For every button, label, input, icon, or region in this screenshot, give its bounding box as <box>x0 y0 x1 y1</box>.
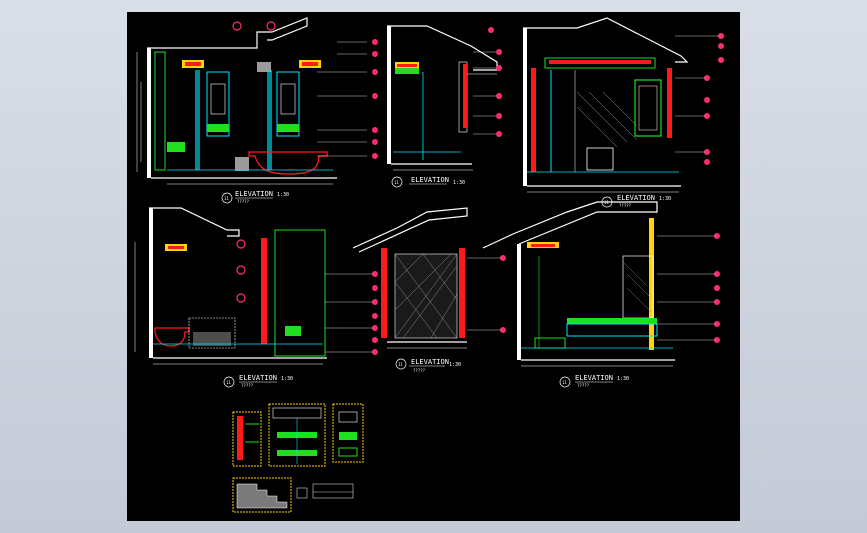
detail-drawings <box>232 403 364 513</box>
elevation-3-title: 11 ELEVATION ????? 1:30 <box>601 194 671 208</box>
elevation-4-callout: 11 <box>226 380 231 385</box>
cad-drawing-canvas: 11 ELEVATION ????? 1:30 11 <box>127 12 740 521</box>
elevation-1: 11 ELEVATION ????? 1:30 <box>136 17 378 204</box>
elevation-5-label: ELEVATION <box>411 358 449 366</box>
elevation-4-scale: 1:30 <box>281 376 293 382</box>
elevation-4-title: 11 ELEVATION ????? 1:30 <box>223 374 293 388</box>
elevation-1-callout: 11 <box>224 196 229 201</box>
elevation-2-callout: 11 <box>394 180 399 185</box>
elevation-6-label: ELEVATION <box>575 374 613 382</box>
elevation-2-label: ELEVATION <box>411 176 449 184</box>
elevation-4-subtitle: ????? <box>241 383 254 388</box>
elevation-3-subtitle: ????? <box>619 203 632 208</box>
elevation-2: 11 ELEVATION 1:30 <box>387 25 502 188</box>
elevation-4-label: ELEVATION <box>239 374 277 382</box>
elevation-5: 11 ELEVATION ????? 1:30 <box>352 207 506 373</box>
elevation-6: 11 ELEVATION ????? 1:30 <box>482 201 720 388</box>
elevation-2-scale: 1:30 <box>453 180 465 186</box>
elevation-6-scale: 1:30 <box>617 376 629 382</box>
elevation-1-label: ELEVATION <box>235 190 273 198</box>
elevation-3-scale: 1:30 <box>659 196 671 202</box>
elevation-4: 11 ELEVATION ????? 1:30 <box>134 207 378 388</box>
elevation-6-subtitle: ????? <box>577 383 590 388</box>
elevation-1-scale: 1:30 <box>277 192 289 198</box>
elevation-1-title: 11 ELEVATION ????? 1:30 <box>221 190 289 204</box>
elevation-3: 11 ELEVATION ????? 1:30 <box>523 17 724 208</box>
elevation-3-label: ELEVATION <box>617 194 655 202</box>
elevation-5-scale: 1:30 <box>449 362 461 368</box>
elevation-5-subtitle: ????? <box>413 368 426 373</box>
elevation-5-callout: 11 <box>398 362 403 367</box>
elevation-2-title: 11 ELEVATION 1:30 <box>391 176 465 188</box>
elevation-1-subtitle: ????? <box>237 199 250 204</box>
elevation-6-callout: 11 <box>562 380 567 385</box>
cad-drawing: 11 ELEVATION ????? 1:30 11 <box>134 17 724 513</box>
elevation-5-title: 11 ELEVATION ????? 1:30 <box>395 358 461 373</box>
elevation-6-title: 11 ELEVATION ????? 1:30 <box>559 374 629 388</box>
